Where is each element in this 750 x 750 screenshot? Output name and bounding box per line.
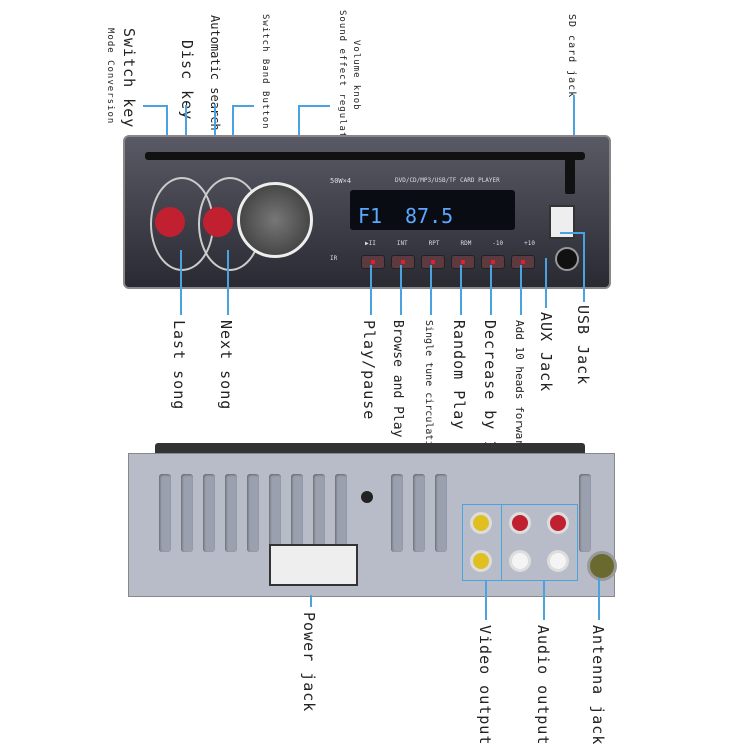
plus10-button[interactable] <box>511 255 535 269</box>
display-frequency: 87.5 <box>405 204 454 228</box>
video-rca-top[interactable] <box>470 512 492 534</box>
format-text: DVD/CD/MP3/USB/TF CARD PLAYER <box>395 177 500 184</box>
switch-key-button[interactable] <box>155 207 185 237</box>
ir-sensor: IR <box>330 255 338 262</box>
volume-knob-label: Volume knob <box>351 40 361 111</box>
rdm-button[interactable] <box>451 255 475 269</box>
sd-card-slot[interactable] <box>565 159 575 194</box>
disc-key-label: Disc key <box>178 40 196 121</box>
switch-key-label: Switch key <box>120 28 138 129</box>
audio-rca[interactable] <box>509 550 531 572</box>
minus10-button[interactable] <box>481 255 505 269</box>
browse-play-label: Browse and Play <box>390 320 405 438</box>
power-jack-label: Power jack <box>300 612 318 713</box>
video-output-label: Video output <box>476 625 494 746</box>
display-band: F1 <box>358 204 383 228</box>
play-pause-label: Play/pause <box>360 320 378 421</box>
audio-rca[interactable] <box>547 550 569 572</box>
rpt-button[interactable] <box>421 255 445 269</box>
automatic-search-label: Automatic search <box>208 15 222 131</box>
lcd-display: F1 87.5 <box>350 190 515 230</box>
video-output-group <box>462 504 502 581</box>
video-rca-bottom[interactable] <box>470 550 492 572</box>
aux-port[interactable] <box>555 247 579 271</box>
aux-jack-label: AUX Jack <box>537 312 555 393</box>
play-pause-button[interactable] <box>361 255 385 269</box>
volume-knob[interactable] <box>237 182 313 258</box>
audio-output-group <box>501 504 578 581</box>
audio-output-label: Audio output <box>534 625 552 746</box>
antenna-jack[interactable] <box>587 551 617 581</box>
disc-slot <box>145 152 585 160</box>
power-connector[interactable] <box>269 544 358 586</box>
sound-effect-label: Sound effect regulation <box>337 10 347 158</box>
usb-jack-label: USB Jack <box>574 305 592 386</box>
next-song-label: Next song <box>217 320 235 411</box>
rear-panel <box>128 453 617 597</box>
audio-rca[interactable] <box>509 512 531 534</box>
decrease-label: Decrease by 10 <box>481 320 499 461</box>
power-rating: 50W×4 <box>330 177 352 185</box>
switch-band-label: Switch Band Button <box>260 14 270 130</box>
switch-band-button[interactable] <box>203 207 233 237</box>
mode-conversion-label: Mode Conversion <box>105 28 115 125</box>
single-tune-label: Single tune circulation <box>423 320 434 459</box>
audio-rca[interactable] <box>547 512 569 534</box>
add10-label: Add 10 heads forward <box>513 320 526 453</box>
int-button[interactable] <box>391 255 415 269</box>
antenna-jack-label: Antenna jack <box>589 625 607 746</box>
sd-card-label: SD card jack <box>566 14 577 99</box>
front-panel: 50W×4 DVD/CD/MP3/USB/TF CARD PLAYER F1 8… <box>123 135 611 289</box>
last-song-label: Last song <box>170 320 188 411</box>
random-play-label: Random Play <box>450 320 468 431</box>
